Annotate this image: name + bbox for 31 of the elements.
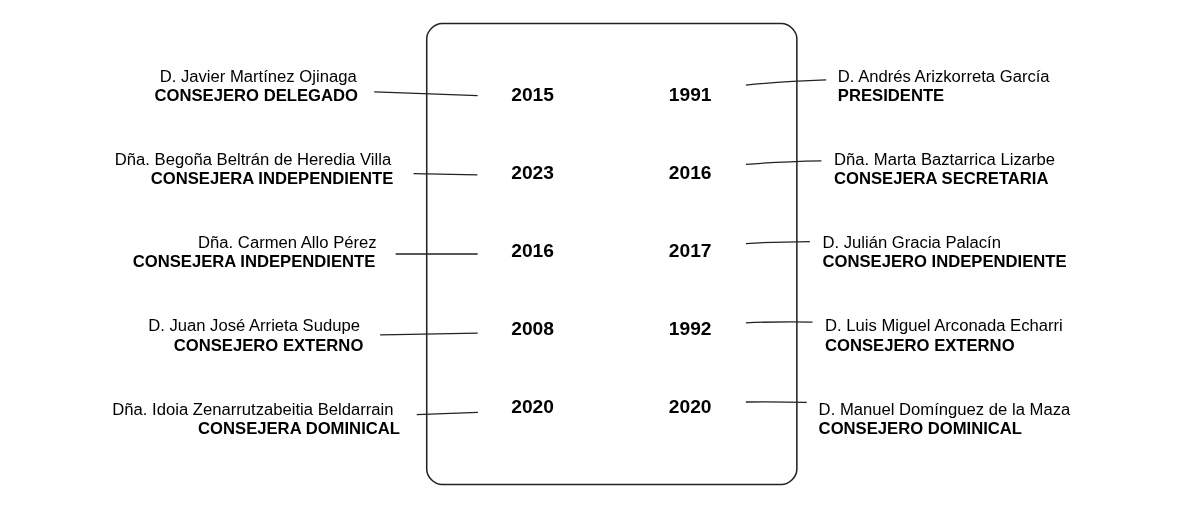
- node-text: D. Javier Martínez Ojinaga CONSEJERO DELEGADO: [154, 66, 358, 105]
- node-text: Dña. Idoia Zenarrutzabeitia Beldarrain CONSEJERA DOMINICAL: [112, 399, 400, 438]
- node-text: D. Manuel Domínguez de la Maza CONSEJERO DOMINICAL: [818, 399, 1071, 438]
- cluster: [425, 22, 798, 486]
- connector: [416, 411, 479, 416]
- node-text: 2020: [511, 396, 554, 418]
- node-text: 2023: [511, 162, 554, 184]
- connector: [745, 240, 811, 245]
- node-text: 2016: [511, 240, 554, 262]
- node-text: 2015: [511, 83, 554, 105]
- connector: [412, 173, 479, 176]
- connector: [745, 401, 808, 404]
- node-text: Dña. Marta Baztarrica Lizarbe CONSEJERA SECRETARIA: [834, 149, 1056, 189]
- node-text: 1992: [668, 318, 712, 340]
- node-text: D. Luis Miguel Arconada Echarri CONSEJERO EXTERNO: [825, 316, 1063, 355]
- node-text: 2016: [668, 162, 712, 184]
- connector: [373, 91, 479, 97]
- connector: [395, 253, 479, 255]
- node-text: D. Julián Gracia Palacín CONSEJERO INDEPENDIENTE: [822, 233, 1067, 272]
- node-text: 2020: [668, 396, 712, 418]
- node-text: Dña. Begoña Beltrán de Heredia Villa CONSEJERA INDEPENDIENTE: [114, 149, 394, 189]
- node-text: D. Andrés Arizkorreta García PRESIDENTE: [837, 66, 1050, 105]
- node-text: 1991: [668, 83, 712, 105]
- node-text: Dña. Carmen Allo Pérez CONSEJERA INDEPENDIENTE: [132, 233, 377, 272]
- connector: [379, 332, 479, 336]
- node-text: 2017: [668, 240, 712, 262]
- connector: [745, 321, 814, 324]
- node-text: 2008: [511, 318, 554, 340]
- connector: [745, 79, 827, 86]
- connector: [745, 160, 823, 165]
- node-text: D. Juan José Arrieta Sudupe CONSEJERO EXTERNO: [148, 316, 364, 355]
